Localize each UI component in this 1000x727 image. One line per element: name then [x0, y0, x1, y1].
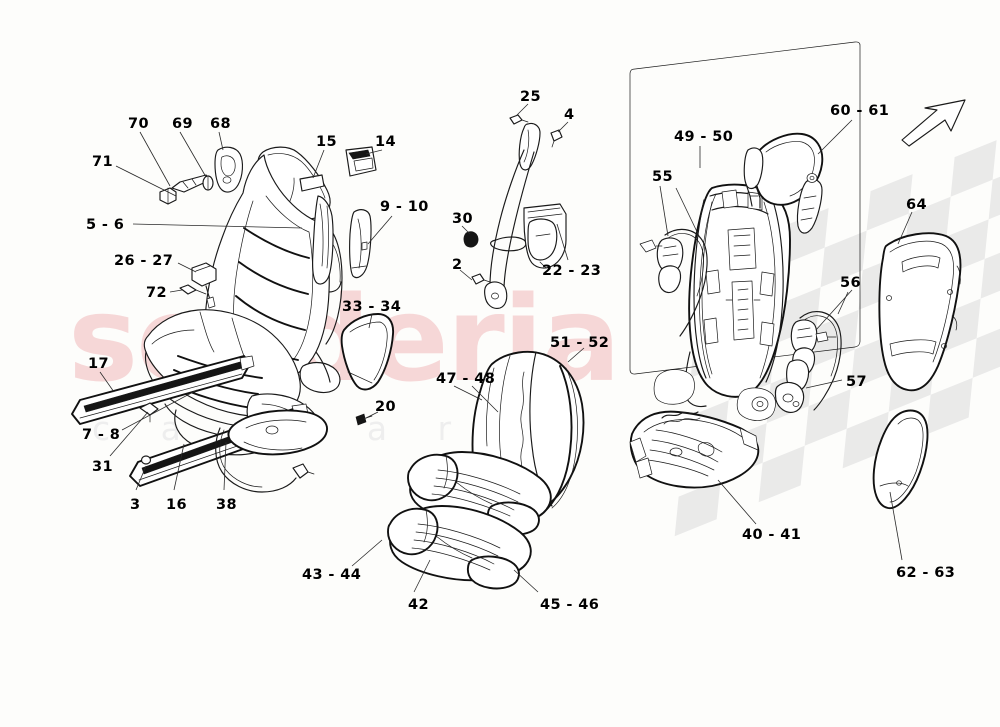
headrest [743, 132, 824, 234]
callout-label-2: 2 [452, 257, 463, 273]
callout-label-17: 17 [88, 356, 109, 372]
seat-pan-frame [629, 410, 760, 489]
clip-20 [355, 413, 373, 426]
backrest-frame [653, 183, 791, 421]
bolt-69 [202, 175, 214, 191]
callout-label-38: 38 [216, 497, 237, 513]
callout-label-72: 72 [146, 285, 167, 301]
backrest-frame-boundary [629, 41, 861, 375]
callout-label-14: 14 [375, 134, 396, 150]
callout-label-4: 4 [564, 107, 575, 123]
direction-arrow-icon [901, 99, 966, 147]
callout-label-60-61: 60 - 61 [830, 103, 890, 119]
nut-3 [140, 455, 152, 465]
callout-label-31: 31 [92, 459, 113, 475]
seat-cushion-cover [407, 451, 552, 536]
side-cushion-trim [340, 313, 395, 391]
callout-label-68: 68 [210, 116, 231, 132]
headrest-guide-trim [299, 174, 325, 192]
cap-30 [463, 231, 479, 248]
screw-72 [179, 284, 207, 295]
seat-belt-buckle [191, 262, 217, 309]
bolt-25 [509, 114, 529, 125]
callout-label-51-52: 51 - 52 [550, 335, 610, 351]
side-bolster-trim [872, 409, 929, 509]
callout-label-30: 30 [452, 211, 473, 227]
callout-label-64: 64 [906, 197, 927, 213]
callout-label-57: 57 [846, 374, 867, 390]
callout-label-9-10: 9 - 10 [380, 199, 429, 215]
lumbar-cable-55 [639, 228, 708, 337]
cable-38 [215, 427, 315, 493]
seat-rail-upper [71, 355, 255, 425]
callout-label-69: 69 [172, 116, 193, 132]
seat-cushion-foam [387, 505, 532, 590]
callout-label-56: 56 [840, 275, 861, 291]
callout-label-62-63: 62 - 63 [896, 565, 956, 581]
leader-lines [99, 103, 913, 593]
callout-label-15: 15 [316, 134, 337, 150]
bracket-68 [214, 146, 244, 193]
callout-label-33-34: 33 - 34 [342, 299, 402, 315]
backrest-rear-panel [878, 232, 962, 392]
callout-label-3: 3 [130, 497, 141, 513]
side-trim-panel-small [345, 146, 377, 177]
callout-label-70: 70 [128, 116, 149, 132]
callout-label-7-8: 7 - 8 [82, 427, 121, 443]
callout-label-49-50: 49 - 50 [674, 129, 734, 145]
callout-label-25: 25 [520, 89, 541, 105]
seat-side-arm [227, 409, 328, 456]
callout-label-47-48: 47 - 48 [436, 371, 496, 387]
callout-label-42: 42 [408, 597, 429, 613]
callout-label-55: 55 [652, 169, 673, 185]
callout-label-16: 16 [166, 497, 187, 513]
cap-71 [159, 187, 177, 205]
backrest-side-cover [349, 209, 372, 279]
callout-label-40-41: 40 - 41 [742, 527, 802, 543]
callout-label-20: 20 [375, 399, 396, 415]
callout-label-45-46: 45 - 46 [540, 597, 600, 613]
actuator-57 [774, 359, 810, 413]
seat-belt-assembly [484, 122, 567, 309]
callout-label-22-23: 22 - 23 [542, 263, 602, 279]
callout-label-43-44: 43 - 44 [302, 567, 362, 583]
callout-label-71: 71 [92, 154, 113, 170]
rail-fastener-31 [139, 402, 159, 423]
callout-label-26-27: 26 - 27 [114, 253, 174, 269]
bolt-4 [550, 129, 563, 148]
bolt-2 [471, 273, 491, 285]
callout-label-5-6: 5 - 6 [86, 217, 125, 233]
